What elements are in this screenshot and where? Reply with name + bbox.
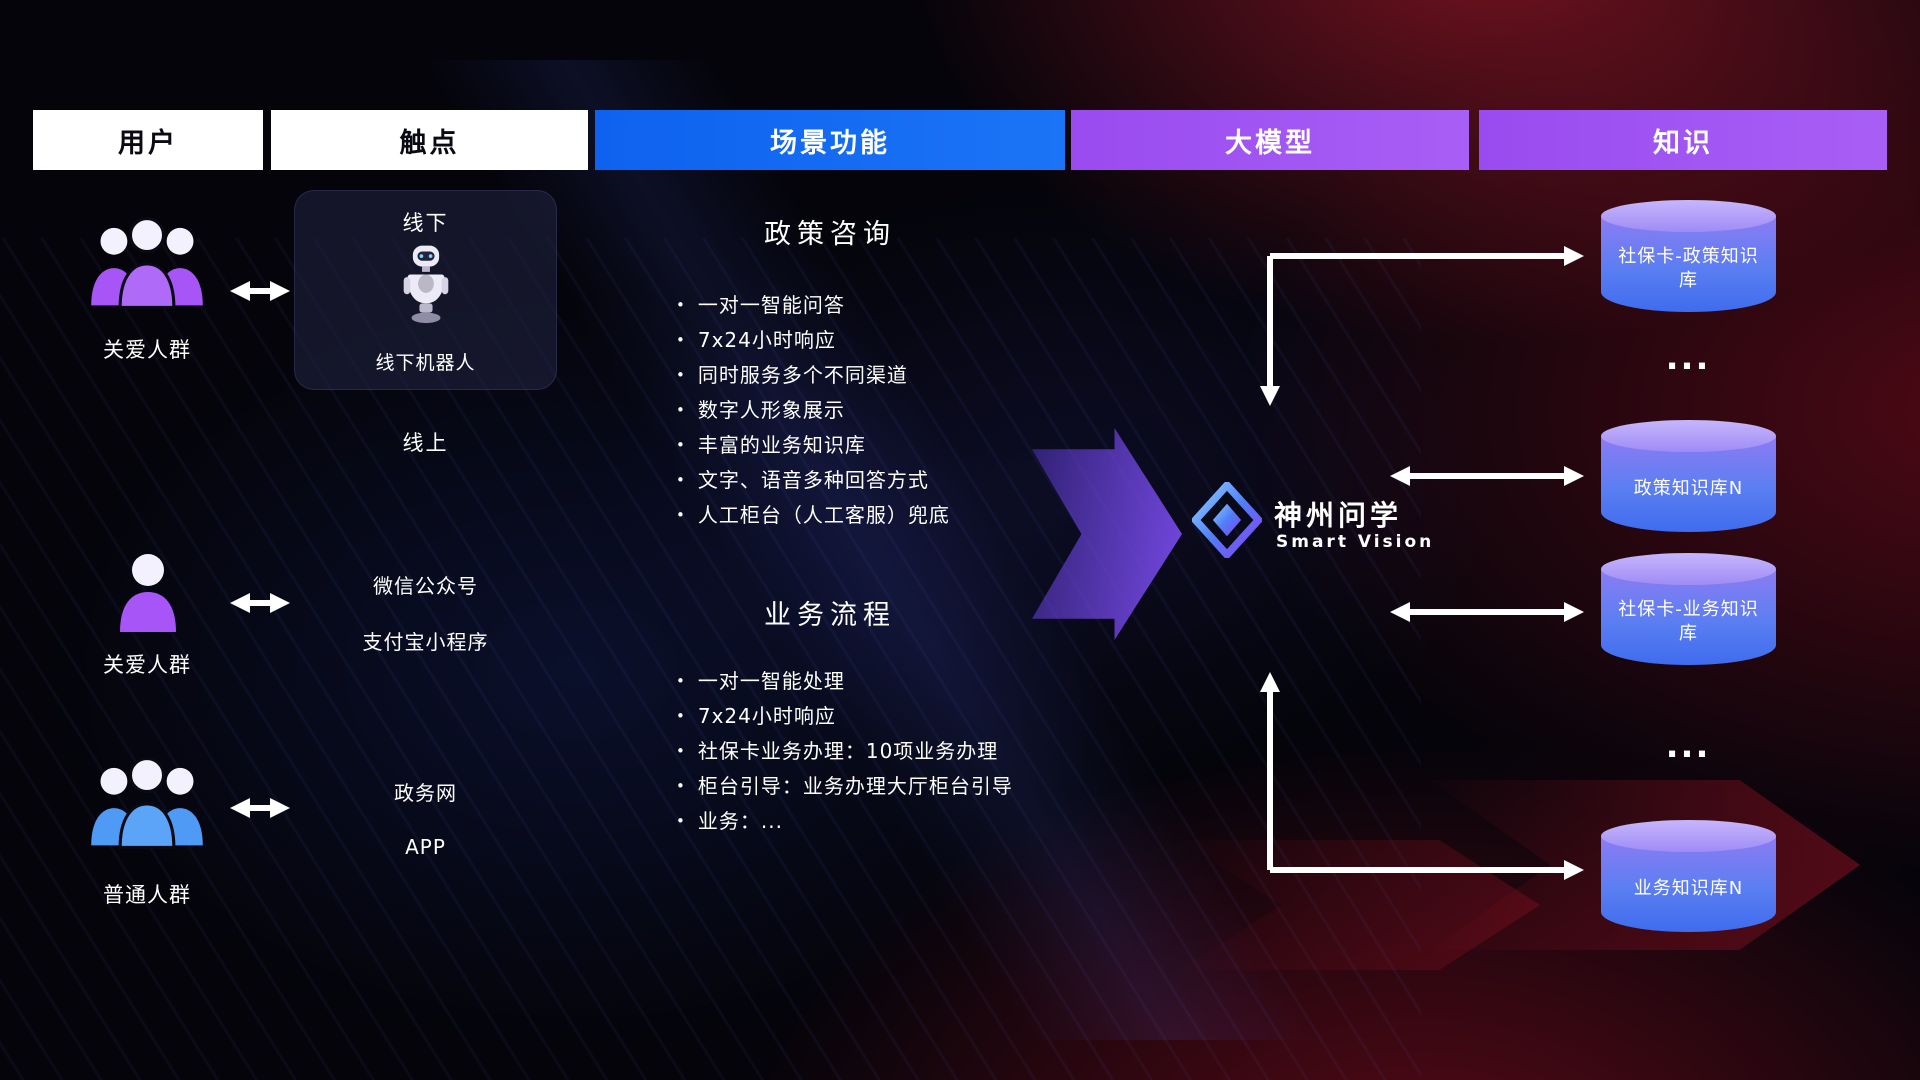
model-name: 神州问学 (1274, 499, 1403, 532)
list-item: 文字、语音多种回答方式 (676, 464, 950, 499)
list-item: 数字人形象展示 (676, 394, 950, 429)
channel-wechat: 微信公众号 (373, 574, 478, 598)
offline-robot-card: 线下 线下机器人 (294, 190, 557, 390)
column-header-users: 用户 (33, 110, 263, 170)
model-subtitle: Smart Vision (1276, 532, 1435, 552)
group-users-icon (85, 750, 209, 862)
list-item: 一对一智能处理 (676, 665, 1013, 700)
channel-app: APP (405, 835, 446, 859)
database-label: 业务知识库N (1633, 877, 1744, 899)
database-top-ellipse (1601, 200, 1776, 232)
database-top-ellipse (1601, 420, 1776, 452)
scenario-policy-list: 一对一智能问答 7x24小时响应 同时服务多个不同渠道 数字人形象展示 丰富的业… (676, 289, 950, 534)
single-user-icon (112, 548, 184, 640)
column-header-touchpoints: 触点 (271, 110, 588, 170)
list-item: 社保卡业务办理：10项业务办理 (676, 735, 1013, 770)
scenario-policy-title: 政策咨询 (764, 219, 896, 250)
database-icon: 政策知识库N (1601, 420, 1776, 532)
scenario-business-list: 一对一智能处理 7x24小时响应 社保卡业务办理：10项业务办理 柜台引导：业务… (676, 665, 1013, 840)
column-header-knowledge: 知识 (1479, 110, 1887, 170)
list-item: 同时服务多个不同渠道 (676, 359, 950, 394)
list-item: 业务：... (676, 805, 1013, 840)
database-icon: 社保卡-政策知识库 (1601, 200, 1776, 312)
list-item: 7x24小时响应 (676, 324, 950, 359)
database-label: 社保卡-业务知识库 (1618, 598, 1759, 644)
database-icon: 业务知识库N (1601, 820, 1776, 932)
list-item: 7x24小时响应 (676, 700, 1013, 735)
column-header-scenarios: 场景功能 (595, 110, 1065, 170)
scenario-business-title: 业务流程 (764, 600, 896, 631)
offline-robot-label: 线下机器人 (375, 352, 476, 374)
list-item: 一对一智能问答 (676, 289, 950, 324)
column-header-model: 大模型 (1071, 110, 1469, 170)
diamond-logo-icon (1190, 479, 1264, 562)
database-label: 政策知识库N (1633, 477, 1744, 499)
ellipsis-indicator: ... (1665, 338, 1711, 378)
user-single-label: 关爱人群 (103, 653, 191, 677)
database-top-ellipse (1601, 553, 1776, 585)
user-general-label: 普通人群 (103, 883, 191, 907)
database-label: 社保卡-政策知识库 (1618, 245, 1759, 291)
online-title: 线上 (402, 431, 449, 455)
offline-title: 线下 (402, 211, 449, 235)
robot-icon (397, 243, 455, 331)
ellipsis-indicator: ... (1665, 726, 1711, 766)
user-group-label: 关爱人群 (103, 338, 191, 362)
list-item: 人工柜台（人工客服）兜底 (676, 499, 950, 534)
channel-gov-web: 政务网 (394, 781, 457, 805)
database-top-ellipse (1601, 820, 1776, 852)
group-users-icon (85, 210, 209, 322)
list-item: 丰富的业务知识库 (676, 429, 950, 464)
list-item: 柜台引导：业务办理大厅柜台引导 (676, 770, 1013, 805)
database-icon: 社保卡-业务知识库 (1601, 553, 1776, 665)
channel-alipay: 支付宝小程序 (362, 630, 489, 654)
